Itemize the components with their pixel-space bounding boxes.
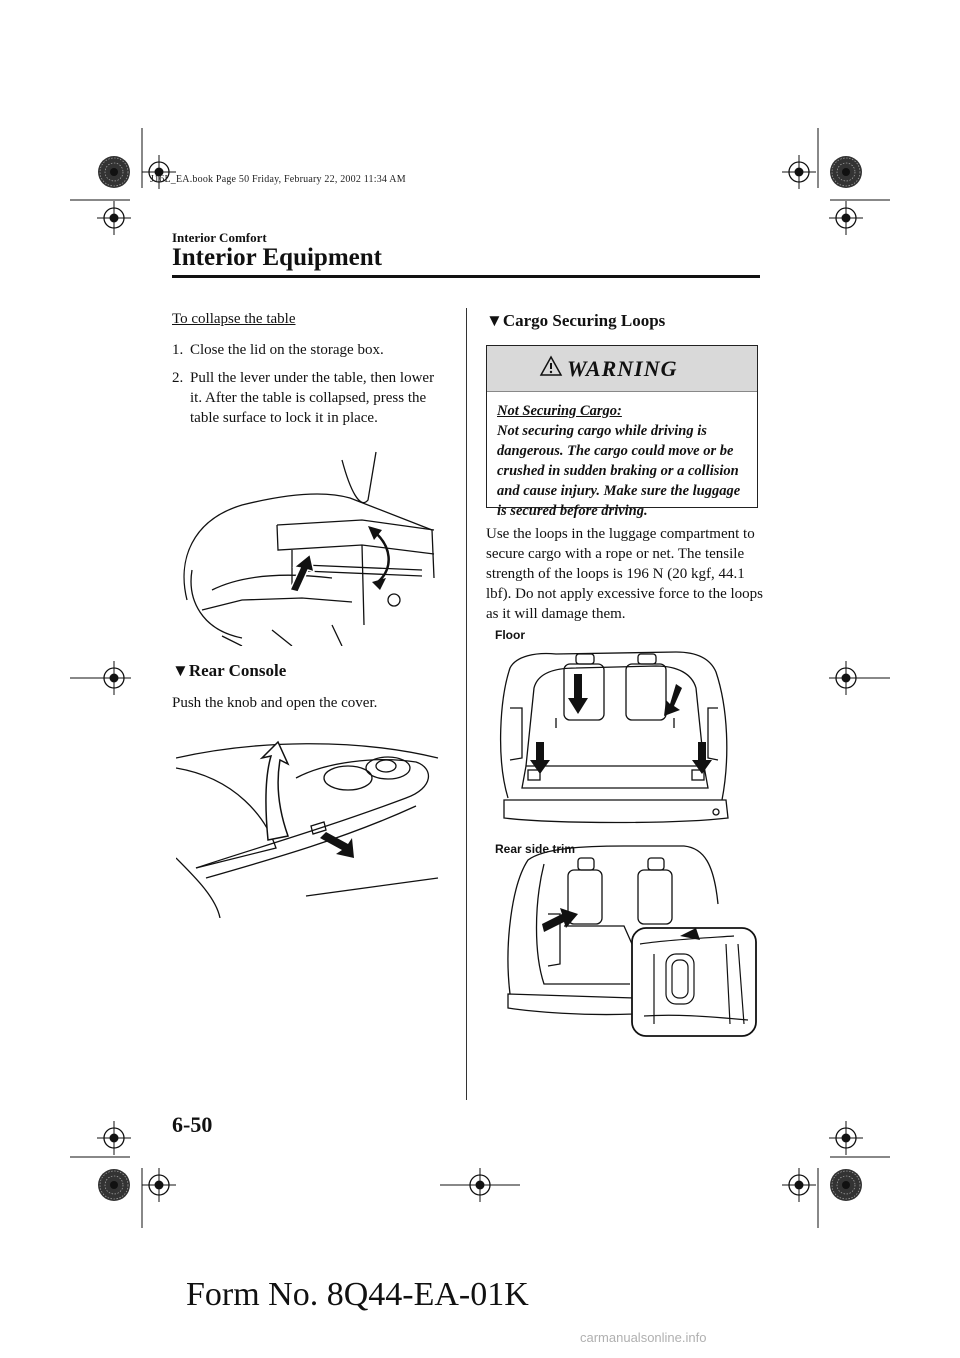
- cargo-loops-text: Use the loops in the luggage compartment…: [486, 526, 764, 622]
- page-title: Interior Equipment: [172, 244, 382, 271]
- rear-side-trim-illustration: [507, 845, 757, 1037]
- rear-console-heading: ▼Rear Console: [172, 661, 287, 680]
- title-rule: [172, 275, 760, 278]
- warning-label: WARNING: [567, 356, 678, 381]
- press-arrow-icon: [288, 552, 316, 593]
- rear-side-trim-label: Rear side trim: [495, 842, 576, 856]
- book-info: J16L_EA.book Page 50 Friday, February 22…: [150, 174, 406, 185]
- warning-subtitle: Not Securing Cargo:: [497, 403, 622, 419]
- push-knob-arrow-icon: [320, 832, 354, 858]
- table-collapse-illustration: [183, 451, 435, 646]
- rear-console-text: Push the knob and open the cover.: [172, 695, 378, 711]
- warning-text-block: Not Securing Cargo: Not securing cargo w…: [497, 401, 752, 521]
- step-text: Close the lid on the storage box.: [190, 342, 384, 358]
- step-text: Pull the lever under the table, then low…: [190, 370, 435, 426]
- rear-console-illustration: [176, 740, 439, 918]
- step-number: 2.: [172, 370, 184, 386]
- warning-triangle-icon: [539, 355, 563, 376]
- collapse-table-subhead: To collapse the table: [172, 311, 296, 327]
- floor-label: Floor: [495, 628, 525, 642]
- warning-box: WARNING Not Securing Cargo: Not securing…: [486, 345, 758, 519]
- loop-pointer-arrows-icon: [530, 674, 712, 774]
- form-number: Form No. 8Q44-EA-01K: [186, 1276, 529, 1313]
- crop-lines: [70, 128, 890, 1228]
- cargo-loops-heading: ▼Cargo Securing Loops: [486, 311, 666, 330]
- section-name: Interior Comfort: [172, 230, 267, 245]
- loop-detail-inset: [631, 927, 757, 1037]
- warning-text: Not securing cargo while driving is dang…: [497, 423, 741, 519]
- warning-header: WARNING: [487, 346, 757, 392]
- open-cover-arrow-icon: [259, 740, 290, 841]
- column-divider: [466, 308, 467, 1100]
- page-number: 6-50: [172, 1112, 213, 1137]
- loop-pointer-arrow-icon: [542, 908, 578, 932]
- floor-loops-illustration: [499, 651, 729, 824]
- site-watermark: carmanualsonline.info: [580, 1330, 707, 1345]
- step-number: 1.: [172, 342, 184, 358]
